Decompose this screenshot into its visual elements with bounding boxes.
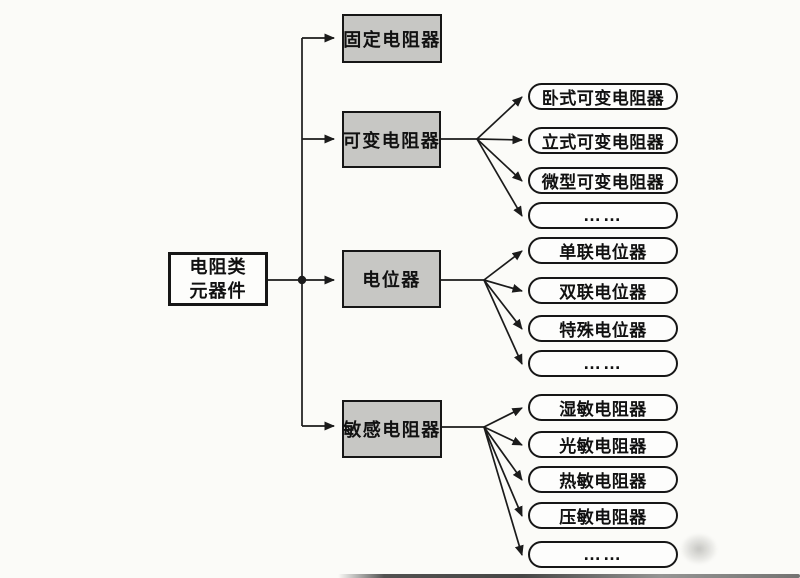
root-box-resistor-components: 电阻类 元器件 [168,252,268,306]
leaf-pill-variable-resistor-ellipsis: …… [528,202,678,229]
leaf-label: …… [583,353,623,373]
junction-dot [297,275,307,285]
leaf-pill-single-potentiometer: 单联电位器 [528,237,678,264]
leaf-pill-potentiometer-ellipsis: …… [528,350,678,377]
leaf-label: 立式可变电阻器 [541,133,665,152]
leaf-pill-vertical-variable-resistor: 立式可变电阻器 [528,127,678,154]
root-label-line2: 元器件 [189,281,247,301]
scan-shadow-bottom-edge [338,574,800,578]
branch-label: 敏感电阻器 [343,420,441,440]
leaf-label: 热敏电阻器 [559,472,647,491]
leaf-label: …… [583,205,623,225]
leaf-pill-dual-potentiometer: 双联电位器 [528,277,678,304]
branch-box-fixed-resistor: 固定电阻器 [342,14,442,63]
leaf-label: 卧式可变电阻器 [541,89,665,108]
leaf-label: 特殊电位器 [559,321,647,340]
branch-box-variable-resistor: 可变电阻器 [342,111,441,168]
leaf-pill-horizontal-variable-resistor: 卧式可变电阻器 [528,83,678,110]
leaf-pill-voltage-sensitive-resistor: 压敏电阻器 [528,502,678,529]
leaf-pill-micro-variable-resistor: 微型可变电阻器 [528,167,678,194]
leaf-label: 单联电位器 [559,243,647,262]
leaf-label: 湿敏电阻器 [559,400,647,419]
scan-smudge-artifact [680,533,718,565]
leaf-label: 微型可变电阻器 [541,173,665,192]
branch-label: 固定电阻器 [343,29,441,50]
branch-box-potentiometer: 电位器 [342,250,441,308]
leaf-pill-photo-sensitive-resistor: 光敏电阻器 [528,431,678,458]
leaf-label: 光敏电阻器 [559,437,647,456]
leaf-pill-humidity-sensitive-resistor: 湿敏电阻器 [528,394,678,421]
leaf-label: 双联电位器 [559,283,647,302]
leaf-label: 压敏电阻器 [559,508,647,527]
leaf-pill-sensitive-resistor-ellipsis: …… [528,541,678,568]
branch-box-sensitive-resistor: 敏感电阻器 [342,400,442,458]
root-label-line1: 电阻类 [189,256,247,277]
leaf-pill-special-potentiometer: 特殊电位器 [528,315,678,342]
branch-label: 电位器 [362,270,421,290]
branch-label: 可变电阻器 [342,130,441,151]
leaf-pill-thermal-sensitive-resistor: 热敏电阻器 [528,466,678,493]
leaf-label: …… [583,544,623,564]
